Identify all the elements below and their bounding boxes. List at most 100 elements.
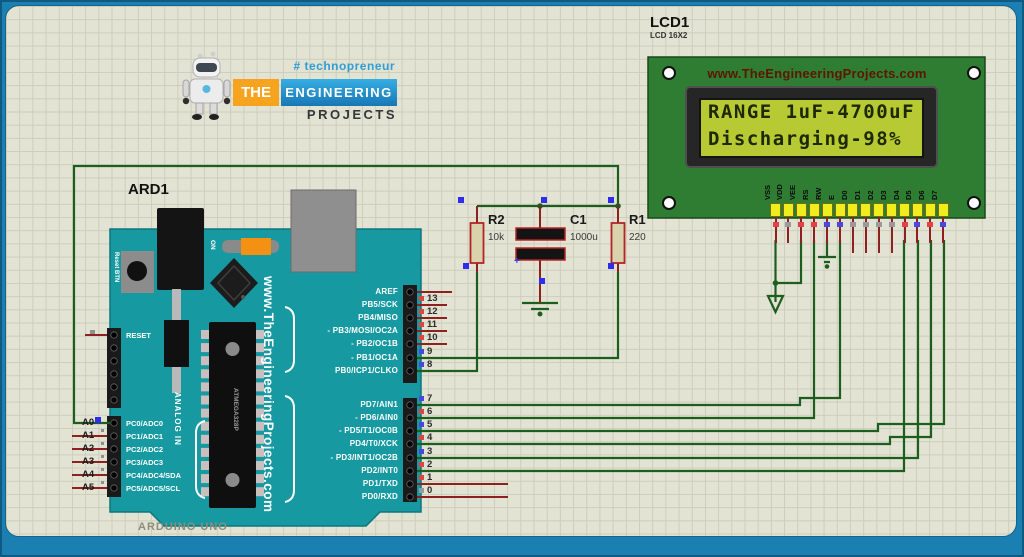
lcd-pin-stub [903,217,906,243]
lcd-pin-stub [890,217,893,253]
analog-pin-label-3: PC3/ADC3 [126,458,164,467]
lcd-hole [662,66,676,80]
lcd-pin-label-d4: D4 [891,190,901,200]
pin-state [419,435,424,440]
capacitor-c1[interactable] [515,227,566,261]
wire-pin5-d7[interactable] [417,240,946,433]
pin-number-8: 8 [427,359,433,370]
analog-pin-label-4: PC4/ADC4/SDA [126,471,182,480]
lcd-pad-e[interactable] [834,203,846,217]
pin-state [419,349,424,354]
pin-label-pd1txd: PD1/TXD [362,479,398,488]
logo-hashtag: # technopreneur [293,59,395,73]
pin-stubs [72,206,619,498]
pin-number-12: 12 [427,306,438,317]
lcd-pad-d5[interactable] [911,203,923,217]
lcd-pad-d0[interactable] [847,203,859,217]
wires[interactable] [72,164,946,473]
lcd-pin-stub [813,217,816,243]
silk-bracket-upper [284,306,295,373]
lcd-pin-state [901,222,908,227]
pin-number-4: 4 [427,432,433,443]
logo-engineering-box: ENGINEERING [281,79,397,106]
pin-number-3: 3 [427,446,433,457]
wire-a0-to-r1-top[interactable] [72,164,620,425]
lcd-pad-vdd[interactable] [782,203,794,217]
pin-label-pd4t0xck: PD4/T0/XCK [349,439,398,448]
lcd-screen-line2: Discharging-98% [708,128,903,150]
analog-pin-label-1: PC1/ADC1 [126,432,164,441]
lcd-pin-state [785,222,792,227]
pin-label-pb4miso: PB4/MISO [358,313,398,322]
net-pin-mark [101,442,104,445]
r1-value: 220 [629,232,646,243]
pin-number-0: 0 [427,485,433,496]
resistor-r2[interactable] [469,222,485,264]
reset-pin-mark [90,330,95,334]
pin-state [419,296,424,301]
lcd-pin-stub [929,217,932,243]
lcd-pad-rs[interactable] [808,203,820,217]
lcd-pin-stub [864,217,867,253]
net-pin-mark [101,481,104,484]
net-label-a2: A2 [82,443,95,454]
pin-label-pb5sck: PB5/SCK [361,300,398,309]
analog-pin-label-0: PC0/ADC0 [126,419,164,428]
pin-state [419,322,424,327]
lcd-pin-stub [851,217,854,253]
header-right-lower[interactable] [403,398,417,502]
logo-robot [182,51,231,120]
lcd-pad-d4[interactable] [899,203,910,217]
junction-dot [772,280,779,286]
arduino-footer: ARDUINO UNO [138,521,228,533]
pin-state [419,449,424,454]
lcd-pin-label-rs: RS [801,189,811,200]
lcd-pad-d1[interactable] [860,203,872,217]
lcd-title: www.TheEngineeringProjects.com [707,66,927,81]
atmega-chip[interactable] [201,322,264,508]
wire-pin6-rs[interactable] [417,240,816,420]
regulator-diamond [210,258,258,308]
silk-bracket-lower [284,395,295,503]
wire-pin4-d6[interactable] [417,240,933,446]
c1-ref: C1 [570,212,587,227]
pin-number-11: 11 [427,319,438,330]
wire-pin3-d5[interactable] [417,240,920,460]
pin-number-7: 7 [427,393,433,404]
lcd-pin-label-e: E [827,194,836,200]
lcd-hole [967,196,981,210]
lcd-module[interactable] [647,56,986,219]
selection-handles [95,197,614,423]
logo-the-box: THE [233,79,279,106]
resistor-r1[interactable] [610,222,626,264]
net-pin-mark [101,429,104,432]
wire-pin8-r2[interactable] [417,272,479,373]
lcd-pad-d6[interactable] [924,203,936,217]
net-pin-mark [101,455,104,458]
arduino-board[interactable] [107,189,422,527]
wire-pin2-d4[interactable] [417,240,906,473]
lcd-hole [967,66,981,80]
pin-state [419,396,424,401]
reset-pin-label: RESET [126,331,152,340]
pin-number-6: 6 [427,406,433,417]
lcd-pad-d7[interactable] [937,203,949,217]
lcd-pin-state [862,222,869,227]
lcd-pin-state [888,222,895,227]
lcd-pad-vee[interactable] [795,203,807,217]
lcd-pad-d3[interactable] [886,203,898,217]
wire-pin9-r1[interactable] [417,272,620,360]
lcd-pad-rw[interactable] [821,203,833,217]
reset-button-cap[interactable] [127,261,147,281]
lcd-screen-line1: RANGE 1uF-4700uF [708,101,916,123]
lcd-pad-vss[interactable] [770,203,781,217]
wire-vee-ground[interactable] [775,240,803,285]
pin-state [419,462,424,467]
pin-state [419,335,424,340]
lcd-pin-state [824,222,831,227]
lcd-pin-label-d6: D6 [917,190,927,200]
lcd-pad-d2[interactable] [873,203,885,217]
wire-pin7-e[interactable] [417,240,842,407]
